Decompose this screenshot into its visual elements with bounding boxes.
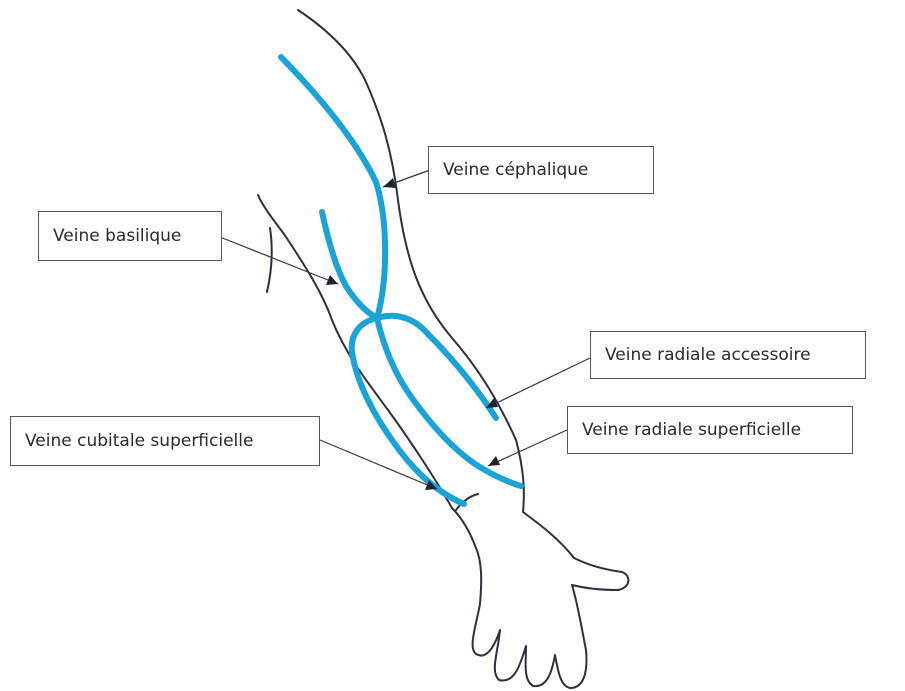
label-veine-radiale-superficielle: Veine radiale superficielle [567,406,853,454]
label-veine-cubitale-superficielle: Veine cubitale superficielle [10,416,320,466]
leader-basilique [220,237,338,284]
arrow-radiale-superficielle [488,456,500,466]
label-veine-cephalique: Veine céphalique [428,146,654,194]
basilic-vein [322,212,377,318]
accessory-radial-vein [428,334,496,418]
label-veine-basilique: Veine basilique [38,211,222,261]
superficial-ulnar-vein [352,318,464,504]
arrow-cephalique [383,178,396,188]
leader-cubitale-superficielle [320,440,437,489]
leader-radiale-superficielle [488,430,567,466]
median-junction [377,316,428,334]
leader-radiale-accessoire [486,358,590,408]
elbow-mark [267,228,272,292]
label-veine-radiale-accessoire: Veine radiale accessoire [590,331,866,379]
